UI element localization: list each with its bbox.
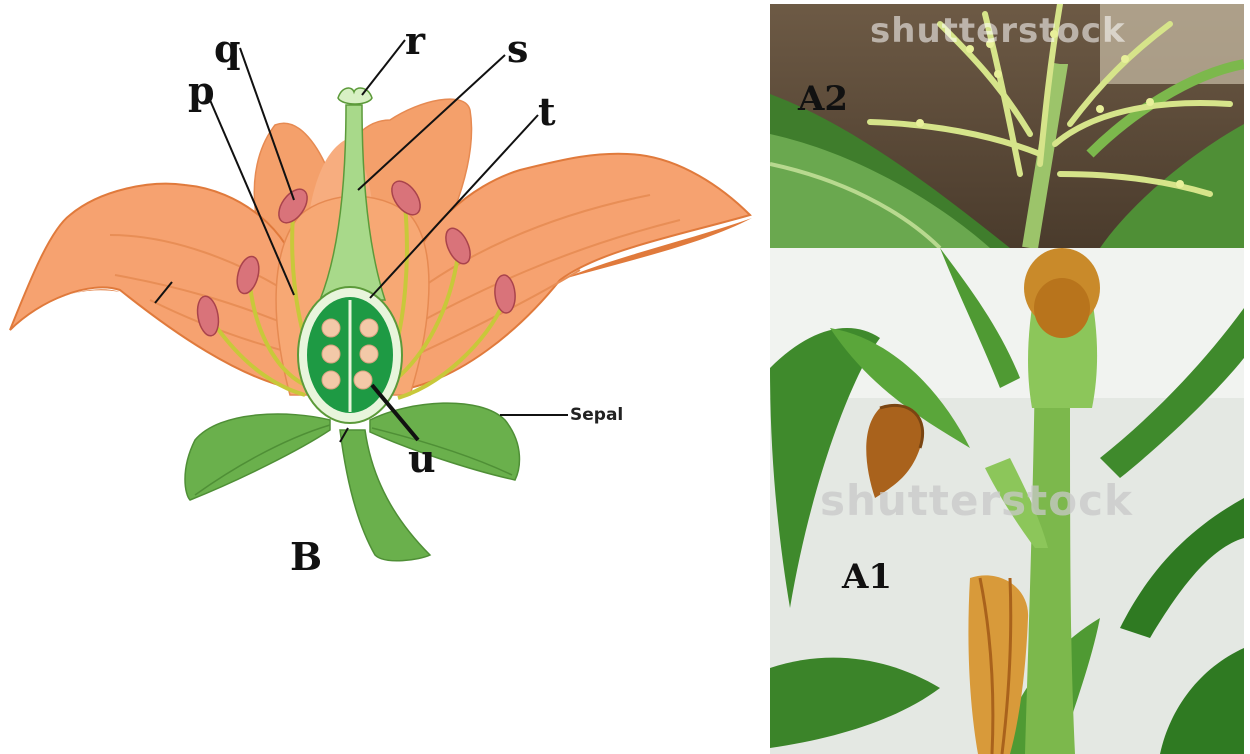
label-s: s [507, 30, 528, 68]
photo-male-tassel: shutterstock A2 [770, 4, 1244, 248]
label-r: r [405, 22, 425, 60]
label-p: p [188, 72, 215, 110]
flower-diagram [0, 0, 770, 754]
photo-female-silks: shutterstock A1 [770, 248, 1244, 754]
label-u: u [408, 440, 436, 478]
label-panel-b: B [290, 538, 322, 576]
label-t: t [538, 93, 556, 131]
watermark-bottom: shutterstock [820, 480, 1133, 522]
label-a2: A2 [798, 82, 848, 116]
label-q: q [214, 30, 241, 68]
label-sepal: Sepal [570, 407, 623, 424]
label-a1: A1 [842, 560, 892, 594]
stigma [338, 88, 372, 104]
petal-left [10, 184, 300, 390]
watermark-top: shutterstock [870, 14, 1126, 48]
